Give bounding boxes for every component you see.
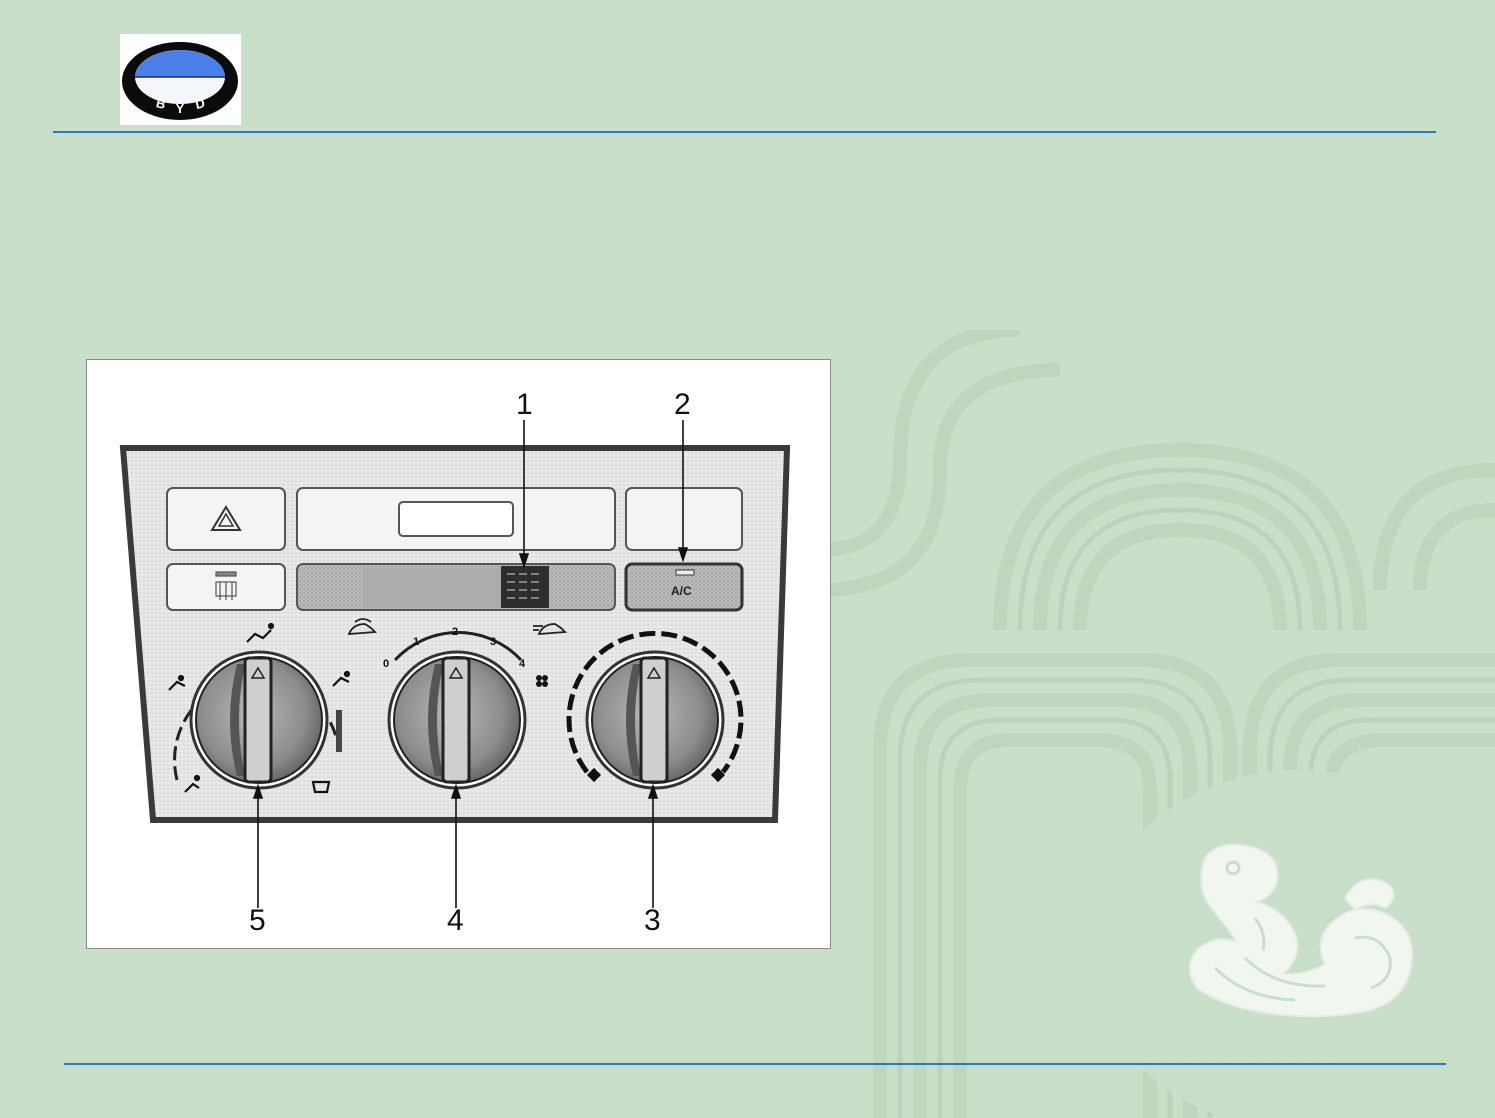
hot-icon [710,767,726,783]
logo-letter-b: B [155,95,167,112]
hazard-button [166,487,286,551]
ac-indicator-light [675,569,695,576]
logo-box: B Y D [120,34,241,125]
blank-switch [625,487,743,551]
fan-scale-2: 2 [452,626,459,638]
callout-1: 1 [516,388,533,421]
fan-scale-0: 0 [383,658,390,670]
rear-defrost-icon [215,571,237,600]
fan-scale-4: 4 [519,658,526,670]
logo-letter-d: D [194,95,206,112]
hazard-warning-icon [210,505,242,531]
header-rule [53,131,1436,133]
ac-button-label: A/C [671,584,692,598]
recirculation-icon [347,618,378,636]
climate-control-figure: A/C 0 1 2 3 4 1 2 5 4 3 [86,359,831,949]
control-panel-drawing [119,420,791,908]
logo-letter-y: Y [176,101,185,116]
air-distribution-icons [168,622,351,794]
cold-icon [586,767,602,783]
fresh-air-icon [533,623,568,636]
display-window [398,501,514,537]
callout-2: 2 [674,388,691,421]
slider-control [501,566,549,608]
fan-icon [536,675,548,687]
ac-button [624,562,744,612]
callout-5: 5 [249,904,266,937]
fan-speed-knob [387,631,527,790]
background-pattern [820,330,1495,1118]
footer-rule [64,1063,1446,1065]
byd-logo: B Y D [122,42,238,120]
callout-4: 4 [447,904,464,937]
temperature-knob [566,630,744,790]
dragon-emblem-icon [1189,843,1413,1018]
fan-scale-3: 3 [490,636,497,648]
fan-scale-1: 1 [413,636,420,648]
callout-3: 3 [644,904,661,937]
